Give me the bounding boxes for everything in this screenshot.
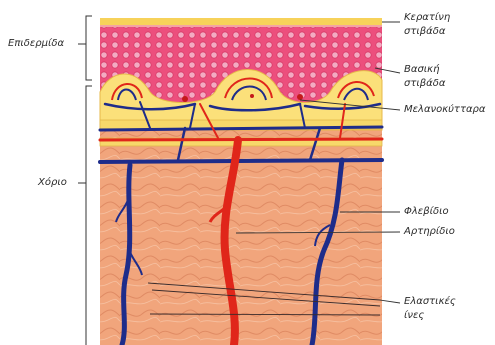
- label-basal-layer-2: στιβάδα: [404, 78, 445, 90]
- bracket-dermis: [86, 86, 92, 345]
- label-vein: Φλεβίδιο: [404, 206, 449, 218]
- label-keratin-layer-2: στιβάδα: [404, 26, 445, 38]
- label-elastic-fibers-1: Ελαστικές: [404, 296, 456, 308]
- label-melanocytes: Μελανοκύτταρα: [404, 104, 486, 116]
- label-basal-layer-1: Βασική: [404, 64, 439, 76]
- label-epidermis: Επιδερμίδα: [8, 38, 64, 50]
- label-keratin-layer-1: Κερατίνη: [404, 12, 450, 24]
- keratin-layer: [100, 18, 382, 26]
- bracket-epidermis: [86, 16, 92, 80]
- left-brackets: [78, 16, 92, 345]
- label-elastic-fibers-2: ίνες: [404, 310, 424, 322]
- label-artery: Αρτηρίδιο: [404, 226, 455, 238]
- label-dermis: Χόριο: [38, 177, 67, 189]
